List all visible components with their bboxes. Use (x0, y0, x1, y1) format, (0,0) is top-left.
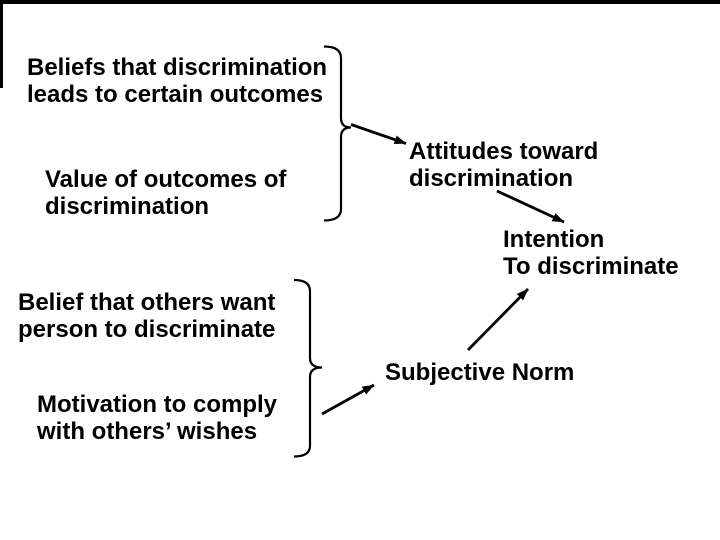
node-motivation-line1: Motivation to comply (37, 391, 277, 418)
node-beliefs-outcomes: Beliefs that discrimination leads to cer… (27, 54, 327, 108)
node-belief-others-line2: person to discriminate (18, 316, 276, 343)
slide-frame-top-edge (0, 0, 720, 4)
node-attitudes-line2: discrimination (409, 165, 574, 192)
node-attitudes-line1: Attitudes toward (409, 138, 599, 165)
node-attitudes: Attitudes toward discrimination (409, 138, 598, 192)
node-value-outcomes-line2: discrimination (45, 193, 210, 220)
node-subjective-norm-line1: Subjective Norm (385, 359, 575, 386)
node-subjective-norm: Subjective Norm (385, 359, 574, 386)
node-belief-others-line1: Belief that others want (18, 289, 276, 316)
arrow-subjective-norm-to-intention-icon (467, 288, 529, 351)
node-intention-line1: Intention (503, 226, 605, 253)
slide-frame-left-edge (0, 0, 3, 88)
node-beliefs-outcomes-line1: Beliefs that discrimination (27, 54, 328, 81)
brace-belief-motivation-icon (293, 278, 323, 458)
node-belief-others: Belief that others want person to discri… (18, 289, 275, 343)
brace-beliefs-value-icon (323, 45, 352, 222)
arrow-brace-to-attitudes-icon (350, 123, 407, 145)
node-motivation: Motivation to comply with others’ wishes (37, 391, 277, 445)
node-value-outcomes: Value of outcomes of discrimination (45, 166, 286, 220)
node-motivation-line2: with others’ wishes (37, 418, 258, 445)
arrow-brace-to-subjective-norm-icon (321, 383, 375, 416)
node-intention-line2: To discriminate (503, 253, 679, 280)
node-intention: Intention To discriminate (503, 226, 679, 280)
node-beliefs-outcomes-line2: leads to certain outcomes (27, 81, 324, 108)
arrow-attitudes-to-intention-icon (496, 189, 565, 224)
node-value-outcomes-line1: Value of outcomes of (45, 166, 287, 193)
